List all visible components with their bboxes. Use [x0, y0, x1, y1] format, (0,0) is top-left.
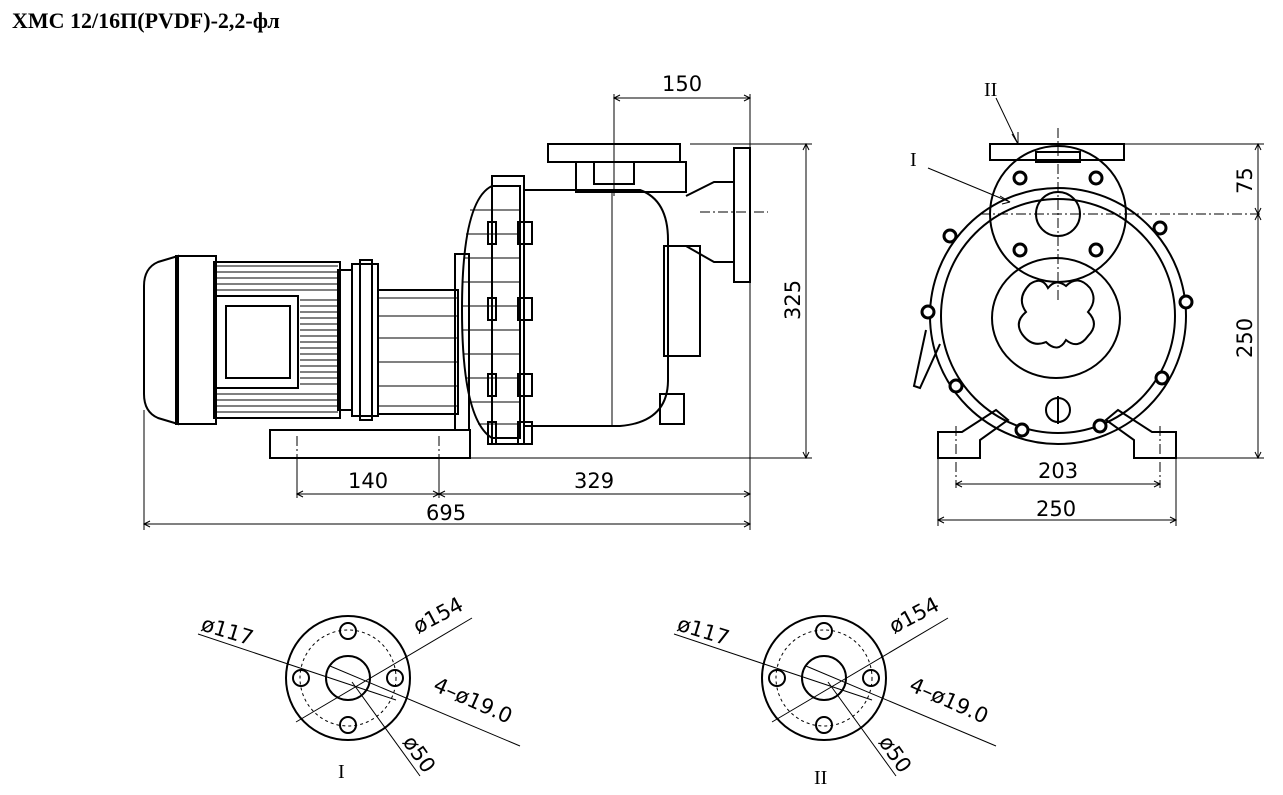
dim-150: 150: [662, 72, 702, 96]
side-lug: [912, 329, 941, 390]
dim-140: 140: [348, 469, 388, 493]
flange-II-bolt-circle: ø117: [675, 612, 733, 650]
drawing-title: ХМС 12/16П(PVDF)-2,2-фл: [12, 8, 280, 33]
motor-end-cap: [143, 254, 179, 426]
flange-II-detail: ø117 ø154 4–ø19.0 ø50 II: [673, 592, 997, 789]
motor-adapter: [351, 263, 379, 417]
pump-housing-inner: [940, 198, 1176, 434]
drain-plug: [659, 393, 685, 425]
pump-foot: [663, 245, 701, 357]
flange-I-holes: 4–ø19.0: [430, 673, 516, 729]
discharge-neck: [575, 161, 687, 193]
top-flange-plate: [989, 143, 1125, 161]
base-plate: [269, 429, 471, 459]
side-view: 150 325 140 329 695: [142, 72, 812, 530]
dim-329: 329: [574, 469, 614, 493]
dim-75: 75: [1233, 167, 1257, 194]
flange-I-bolt-circle: ø117: [199, 612, 257, 650]
dim-325: 325: [781, 280, 805, 320]
impeller-window: [991, 257, 1121, 379]
suction-flange: [733, 147, 751, 283]
flange-II-outer-diameter: ø154: [885, 592, 943, 638]
motor-body: [213, 261, 341, 419]
rear-ribbed-cover: [460, 185, 521, 439]
dim-250-height: 250: [1233, 318, 1257, 358]
motor-cooling-fins: [216, 265, 338, 413]
impeller-profile: [1017, 279, 1095, 349]
dim-695: 695: [426, 501, 466, 525]
marker-I-front: I: [910, 149, 917, 171]
front-feet: [937, 408, 1177, 459]
coupling-housing: [377, 289, 459, 415]
flange-II-label: II: [814, 767, 827, 789]
motor-frame: [175, 255, 217, 425]
flange-I-label: I: [338, 761, 345, 783]
flange-I-detail: ø117 ø154 4–ø19.0 ø50 I: [197, 592, 521, 783]
housing-bolts: [920, 220, 1194, 438]
marker-II-front: II: [984, 79, 997, 101]
terminal-box: [215, 295, 299, 389]
motor-adapter-ring: [359, 259, 373, 421]
flange-I-outer-diameter: ø154: [409, 592, 467, 638]
dim-250-width: 250: [1036, 497, 1076, 521]
dim-203: 203: [1038, 459, 1078, 483]
pump-casing: [523, 189, 669, 427]
front-view: I II 75 250 203 250: [910, 79, 1264, 526]
flange-II-holes: 4–ø19.0: [906, 673, 992, 729]
pump-body-bolts: [487, 221, 533, 445]
terminal-box-cover: [225, 305, 291, 379]
suction-nozzle: [685, 181, 735, 263]
